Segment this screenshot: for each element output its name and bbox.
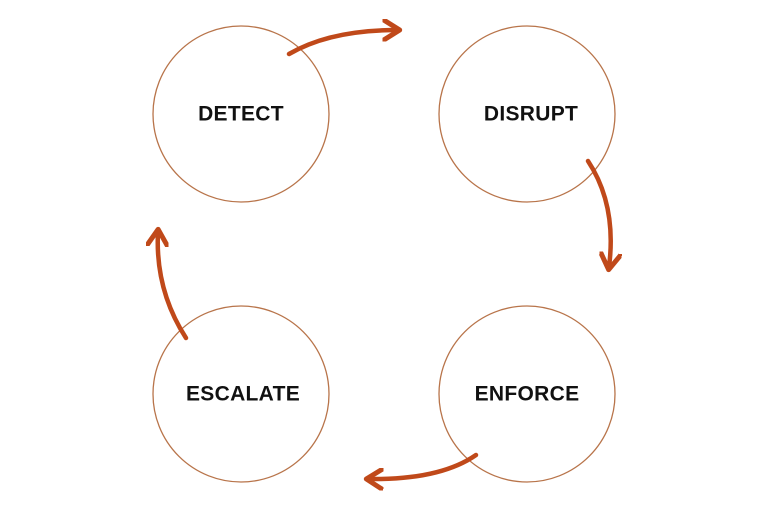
arrow-detect-to-disrupt (286, 30, 397, 57)
node-enforce-label: ENFORCE (475, 383, 580, 406)
node-disrupt-circle (438, 25, 616, 203)
node-escalate-circle (152, 305, 330, 483)
node-disrupt: DISRUPT (438, 25, 616, 203)
node-disrupt-label: DISRUPT (484, 103, 578, 126)
node-detect-label: DETECT (198, 103, 284, 126)
node-detect: DETECT (152, 25, 330, 203)
arrow-enforce-to-escalate (369, 452, 479, 479)
arrow-disrupt-to-enforce (585, 158, 611, 267)
node-escalate-label: ESCALATE (186, 383, 300, 406)
arrow-escalate-to-detect (158, 232, 189, 341)
node-enforce: ENFORCE (438, 305, 616, 483)
node-escalate: ESCALATE (152, 305, 330, 483)
node-enforce-circle (438, 305, 616, 483)
node-detect-circle (152, 25, 330, 203)
